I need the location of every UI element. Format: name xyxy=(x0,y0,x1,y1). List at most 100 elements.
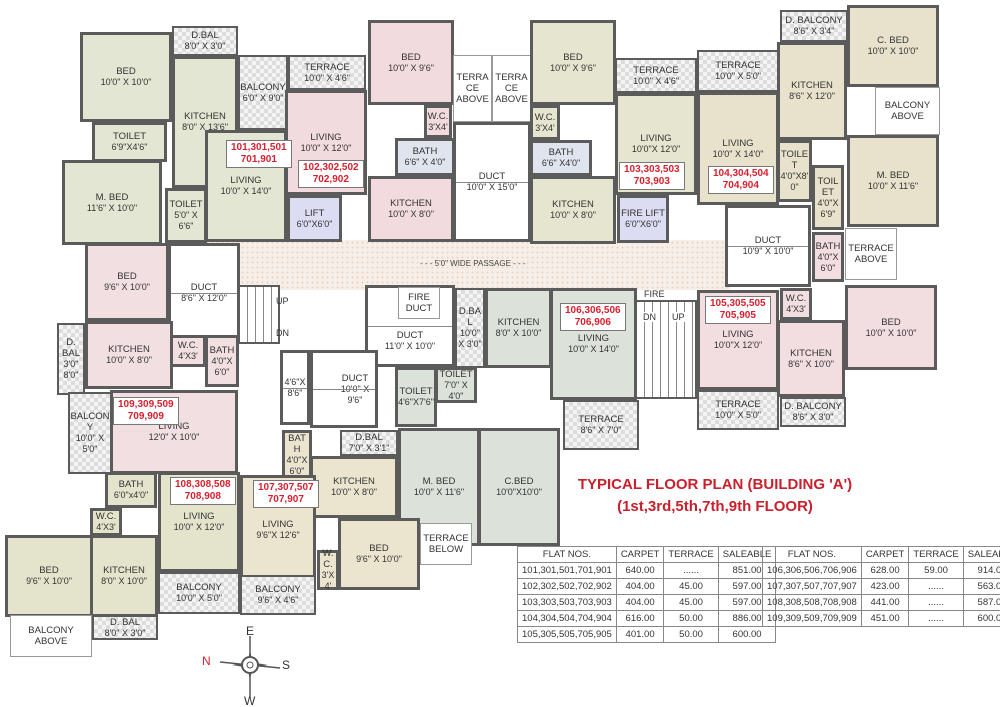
room-size: 10'0"X 12'0" xyxy=(713,340,763,350)
room-size: 8'6" X 12'0" xyxy=(181,293,227,303)
room-size: 8'6" X 10'0" xyxy=(788,358,834,369)
flat-tag-line-2: 707,907 xyxy=(267,494,304,505)
room-size: 8'0" X 10'0" xyxy=(495,328,542,338)
room-size: 8'0" X 10'0" xyxy=(101,576,147,586)
room-size: 10'0" X 14'0" xyxy=(712,148,764,159)
room-size: 4'0"X8'0" xyxy=(780,171,809,192)
room-size: 10'0" X 15'0" xyxy=(466,182,518,192)
room-size: 6'0" X 9'0" xyxy=(242,92,284,103)
room-size: 3'X4' xyxy=(321,570,335,591)
room-name: BED xyxy=(881,316,901,328)
room-name: KITCHEN xyxy=(333,476,375,487)
room-name: TERRACE xyxy=(304,61,350,73)
table-cell: 50.00 xyxy=(663,610,719,627)
room-size: 10'0" X 12'0" xyxy=(300,142,352,153)
column-header: SALEABLE xyxy=(962,546,1000,563)
table-cell: 107,307,507,707,907 xyxy=(762,578,862,595)
table-cell: 102,302,502,702,902 xyxy=(517,578,617,595)
room-size: 10'0" X 9'6" xyxy=(550,62,596,73)
table-cell: ...... xyxy=(663,562,719,579)
plan-title: TYPICAL FLOOR PLAN (BUILDING 'A') (1st,3… xyxy=(565,474,865,518)
room-name: LIVING xyxy=(262,519,294,530)
compass-n: N xyxy=(202,654,211,668)
table-cell: ...... xyxy=(908,610,964,627)
room-name: TOILET xyxy=(439,368,473,380)
table-cell: 441.00 xyxy=(860,594,910,611)
room-name: BATH xyxy=(412,146,438,157)
flat-tag-line-2: 702,902 xyxy=(312,174,349,185)
room-size: 10'0" X 11'6" xyxy=(413,487,465,497)
fire-stair-up-label: UP xyxy=(672,312,685,322)
room-name: DUCT xyxy=(341,372,369,384)
room-name: LIVING xyxy=(158,421,190,432)
room-name: BALCONY xyxy=(240,81,286,93)
room-name: LIVING xyxy=(577,333,610,344)
room-name: LIVING xyxy=(640,133,672,144)
room-terrace-above: TERRACE ABOVE xyxy=(845,228,897,280)
room-name: TERRACE ABOVE xyxy=(848,243,894,265)
room-size: 4'0"X 6'0" xyxy=(817,251,839,273)
table-cell: ...... xyxy=(908,578,964,595)
room-terrace-above: TERRACE ABOVE xyxy=(453,55,492,122)
room-name: W.C. xyxy=(427,110,449,122)
room-name: TERRACE xyxy=(715,60,761,71)
room-space: 4'6"X8'6" xyxy=(280,350,310,425)
room-size: 3'0" 8'0" xyxy=(63,359,79,380)
room-name: KITCHEN xyxy=(552,199,594,210)
room-fire-duct: FIRE DUCT xyxy=(398,287,440,319)
room-name: LIVING xyxy=(722,329,754,340)
room-size: 10'0" X 4'6" xyxy=(304,72,350,83)
room-name: DUCT xyxy=(754,235,782,246)
room-size: 10'0" X 8'0" xyxy=(550,210,596,220)
room-name: W.C. xyxy=(785,293,807,304)
room-name: LIVING xyxy=(230,175,262,186)
room-size: 4'X3' xyxy=(786,304,806,314)
room-size: 9'6" X 10'0" xyxy=(26,576,72,586)
room-size: 10'0" X 4'6" xyxy=(633,75,679,86)
room-size: 9'6" X 10'0" xyxy=(104,282,150,292)
flat-tag-line-1: 103,303,503 xyxy=(624,164,680,175)
room-name: BALCONY ABOVE xyxy=(884,100,931,122)
room-name: TERRACE xyxy=(633,64,679,76)
room-size: 4'0"X 6'0" xyxy=(286,455,308,476)
table-cell: 45.00 xyxy=(663,594,719,611)
room-name: M. BED xyxy=(876,170,910,181)
table-cell: 50.00 xyxy=(663,626,719,643)
room-w-c: W.C.3'X4' xyxy=(424,105,452,138)
compass-s: S xyxy=(282,658,291,672)
room-size: 10'0" X 12'0" xyxy=(173,522,225,532)
table-cell: 600.00 xyxy=(962,610,1000,627)
room-name: BED xyxy=(563,51,583,63)
room-size: 6'0"X6'0" xyxy=(625,219,661,229)
table-cell: 45.00 xyxy=(663,578,719,595)
table-cell: 404.00 xyxy=(615,594,665,611)
room-size: 8'0" X 3'0" xyxy=(184,41,226,51)
room-name: BATH xyxy=(288,433,306,455)
room-name: W.C. xyxy=(322,548,334,570)
room-name: BALCONY xyxy=(176,582,222,593)
title-line-1: TYPICAL FLOOR PLAN (BUILDING 'A') xyxy=(577,476,853,493)
wide-passage xyxy=(165,240,730,290)
room-name: BALCONY xyxy=(255,584,301,595)
